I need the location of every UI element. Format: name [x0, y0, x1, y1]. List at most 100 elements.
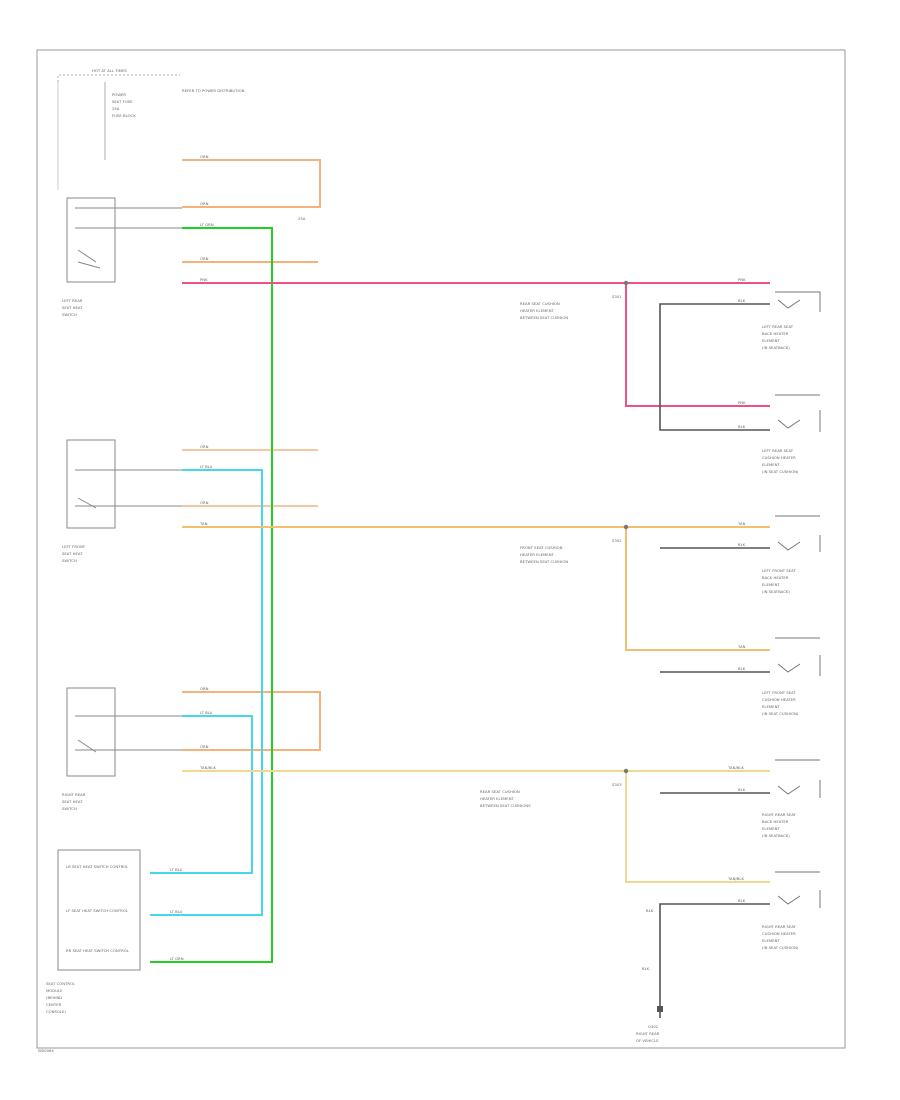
wire-label-w10: ORN — [200, 686, 209, 691]
cyan-wire-2 — [150, 715, 253, 874]
module-label-3: (BEHIND — [46, 995, 62, 1000]
tan-wire — [182, 526, 770, 651]
wire-label-w9: TAN — [199, 521, 208, 526]
fuse-line-3: 25A — [112, 106, 120, 111]
ground-g302: BLK BLK G302 RIGHT REAR OF VEHICLE — [636, 908, 663, 1043]
orange-wire-labels: ORN ORN ORN ORN ORN ORN ORN 25A — [200, 154, 306, 749]
rr-back-label-2: BACK HEATER — [762, 819, 789, 824]
lr-cushion-heater: LEFT REAR SEAT CUSHION HEATER ELEMENT (I… — [762, 394, 821, 474]
splice-s302-note-2: HEATER ELEMENT — [520, 552, 555, 557]
lf-switch-label-3: SWITCH — [62, 558, 77, 563]
splice-s301: S301 REAR SEAT CUSHION HEATER ELEMENT BE… — [520, 294, 622, 320]
lr-back-label-4: (IN SEATBACK) — [762, 345, 790, 350]
splice-s303-note-1: REAR SEAT CUSHION — [480, 789, 520, 794]
ground-label-1: G302 — [648, 1024, 659, 1029]
rr-switch-label-1: RIGHT REAR — [62, 792, 86, 797]
splice-s303-note-2: HEATER ELEMENT — [480, 796, 515, 801]
lr-cushion-label-1: LEFT REAR SEAT — [762, 448, 794, 453]
ground-wire-mid: BLK — [642, 966, 650, 971]
rr-back-label-1: RIGHT REAR SEAT — [762, 812, 797, 817]
ground-wire-top: BLK — [646, 908, 654, 913]
lr-switch-label-1: LEFT REAR — [62, 298, 83, 303]
fuse-line-2: SEAT FUSE — [112, 99, 133, 104]
lf-cushion-label-2: CUSHION HEATER — [762, 697, 796, 702]
lr-back-label-1: LEFT REAR SEAT — [762, 324, 794, 329]
rr-cushion-label-2: CUSHION HEATER — [762, 931, 796, 936]
lf-back-label-3: ELEMENT — [762, 582, 780, 587]
wire-label-m3: LT GRN — [170, 956, 184, 961]
black-wires — [659, 303, 770, 1012]
lf-back-label-2: BACK HEATER — [762, 575, 789, 580]
wire-label-r4: BLK — [738, 424, 746, 429]
module-row-2: LF SEAT HEAT SWITCH CONTROL — [66, 908, 129, 913]
right-wire-labels: PNK BLK PNK BLK TAN BLK TAN BLK TAN/BLK … — [727, 277, 746, 903]
tan-black-wire — [182, 770, 770, 883]
splice-s301-note-2: HEATER ELEMENT — [520, 308, 555, 313]
green-wire — [150, 227, 273, 963]
lf-cushion-label-1: LEFT FRONT SEAT — [762, 690, 796, 695]
lr-cushion-label-4: (IN SEAT CUSHION) — [762, 469, 799, 474]
cyan-wire-1 — [150, 469, 263, 916]
wire-label-r2: BLK — [738, 298, 746, 303]
seat-control-module: LR SEAT HEAT SWITCH CONTROL LF SEAT HEAT… — [46, 849, 141, 1014]
splice-s302-note-1: FRONT SEAT CUSHION — [520, 545, 563, 550]
wire-label-w3: LT GRN — [200, 222, 214, 227]
wire-label-r8: BLK — [738, 666, 746, 671]
left-front-seat-heat-switch: LEFT FRONT SEAT HEAT SWITCH — [62, 439, 182, 563]
module-row-1: LR SEAT HEAT SWITCH CONTROL — [66, 864, 129, 869]
module-label-2: MODULE — [46, 988, 63, 993]
wire-label-w2: ORN — [200, 201, 209, 206]
left-rear-seat-heat-switch: LEFT REAR SEAT HEAT SWITCH — [62, 197, 182, 317]
wire-label-w5: PNK — [200, 277, 208, 282]
wire-label-w12: ORN — [200, 744, 209, 749]
fuse-header: HOT AT ALL TIMES — [92, 68, 127, 73]
module-label-4: CENTER — [46, 1002, 62, 1007]
splice-s302-note-3: BETWEEN SEAT CUSHION — [520, 559, 568, 564]
ground-label-3: OF VEHICLE — [636, 1038, 659, 1043]
rr-cushion-label-1: RIGHT REAR SEAT — [762, 924, 797, 929]
rr-seatback-heater: RIGHT REAR SEAT BACK HEATER ELEMENT (IN … — [762, 759, 821, 838]
wire-label-r7: TAN — [737, 644, 746, 649]
pink-wire — [182, 282, 770, 407]
fuse-line-1: POWER — [112, 92, 126, 97]
lf-cushion-label-4: (IN SEAT CUSHION) — [762, 711, 799, 716]
fuse-line-4: FUSE BLOCK — [112, 113, 136, 118]
lf-switch-label-1: LEFT FRONT — [62, 544, 86, 549]
wire-label-r11: TAN/BLK — [727, 876, 744, 881]
lr-switch-label-3: SWITCH — [62, 312, 77, 317]
splice-s301-note-1: REAR SEAT CUSHION — [520, 301, 560, 306]
wire-label-r5: TAN — [737, 521, 746, 526]
splice-s303: S303 REAR SEAT CUSHION HEATER ELEMENT BE… — [480, 782, 622, 808]
splice-s301-note-3: BETWEEN SEAT CUSHION — [520, 315, 568, 320]
wire-label-w8: ORN — [200, 500, 209, 505]
fuse-note: REFER TO POWER DISTRIBUTION — [182, 88, 245, 93]
rr-back-label-3: ELEMENT — [762, 826, 780, 831]
footer-code: W00064 — [38, 1048, 54, 1053]
rr-back-label-4: (IN SEATBACK) — [762, 833, 790, 838]
lf-switch-label-2: SEAT HEAT — [62, 551, 83, 556]
lr-back-label-3: ELEMENT — [762, 338, 780, 343]
diagram-frame — [36, 49, 846, 1049]
lf-seatback-heater: LEFT FRONT SEAT BACK HEATER ELEMENT (IN … — [762, 515, 821, 594]
splice-s302-id: S302 — [612, 538, 622, 543]
lf-back-label-1: LEFT FRONT SEAT — [762, 568, 796, 573]
splice-junction-label: 25A — [298, 216, 306, 221]
lr-cushion-label-2: CUSHION HEATER — [762, 455, 796, 460]
lr-seatback-heater: LEFT REAR SEAT BACK HEATER ELEMENT (IN S… — [762, 291, 821, 350]
wire-label-m1: LT BLU — [170, 867, 183, 872]
rr-cushion-label-3: ELEMENT — [762, 938, 780, 943]
top-fuse-connector: HOT AT ALL TIMES POWER SEAT FUSE 25A FUS… — [57, 68, 245, 190]
wire-label-w4: ORN — [200, 256, 209, 261]
ground-label-2: RIGHT REAR — [636, 1031, 660, 1036]
module-label-5: CONSOLE) — [46, 1009, 66, 1014]
lr-switch-label-2: SEAT HEAT — [62, 305, 83, 310]
rr-switch-label-2: SEAT HEAT — [62, 799, 83, 804]
splice-s302: S302 FRONT SEAT CUSHION HEATER ELEMENT B… — [520, 538, 622, 564]
wire-label-r6: BLK — [738, 542, 746, 547]
wire-label-r3: PNK — [738, 400, 746, 405]
lr-cushion-label-3: ELEMENT — [762, 462, 780, 467]
lf-back-label-4: (IN SEATBACK) — [762, 589, 790, 594]
splice-s303-note-3: BETWEEN SEAT CUSHIONS — [480, 803, 531, 808]
wire-label-r12: BLK — [738, 898, 746, 903]
